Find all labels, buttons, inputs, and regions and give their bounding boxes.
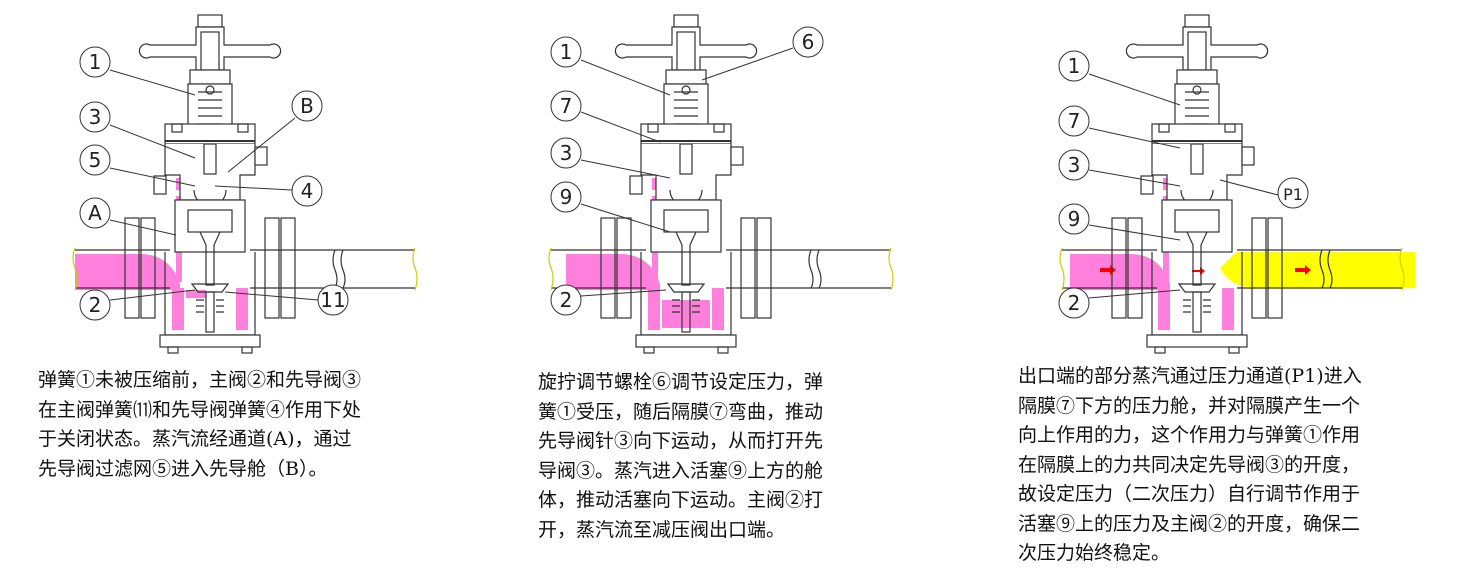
svg-text:1: 1 <box>89 50 102 74</box>
description-line: 开，蒸汽流至减压阀出口端。 <box>538 518 786 541</box>
description-line: 先导阀针③向下运动，从而打开先 <box>538 430 824 452</box>
description-regulating-state: 出口端的部分蒸汽通过压力通道(P1)进入 隔膜⑦下方的压力舱，并对隔膜产生一个 … <box>1018 362 1362 569</box>
description-opening-state: 旋拧调节螺栓⑥调节设定压力，弹 簧①受压，随后隔膜⑦弯曲，推动 先导阀针③向下运… <box>538 368 823 545</box>
svg-text:3: 3 <box>1068 153 1081 177</box>
label-B: B <box>291 90 323 122</box>
svg-text:3: 3 <box>89 105 102 129</box>
label-2: 2 <box>550 284 582 316</box>
valve-diagram-closed <box>72 14 418 354</box>
description-line: 体，推动活塞向下运动。主阀②打 <box>538 489 824 511</box>
label-2: 2 <box>79 289 111 321</box>
svg-text:6: 6 <box>802 30 815 54</box>
label-A: A <box>79 197 111 229</box>
description-line: 次压力始终稳定。 <box>1018 542 1171 564</box>
svg-text:1: 1 <box>560 40 573 64</box>
description-line: 活塞⑨上的压力及主阀②的开度，确保二 <box>1018 512 1361 535</box>
svg-text:A: A <box>88 201 102 225</box>
downstream-steam-fill <box>1220 252 1415 288</box>
label-11: 11 <box>317 284 349 316</box>
description-closed-state: 弹簧①未被压缩前，主阀②和先导阀③ 在主阀弹簧⑾和先导阀弹簧④作用下处 于关闭状… <box>38 366 361 484</box>
valve-diagram-opening <box>548 14 894 354</box>
svg-text:P1: P1 <box>1283 185 1303 204</box>
description-line: 出口端的部分蒸汽通过压力通道(P1)进入 <box>1018 365 1362 387</box>
description-line: 簧①受压，随后隔膜⑦弯曲，推动 <box>538 400 824 423</box>
valve-diagrams: 1 3 5 A 2 B 4 11 1 6 7 3 9 2 1 7 3 9 2 P… <box>72 14 1415 354</box>
label-3: 3 <box>1058 149 1090 181</box>
svg-text:2: 2 <box>89 293 102 317</box>
svg-text:3: 3 <box>560 141 573 165</box>
description-line: 向上作用的力，这个作用力与弹簧①作用 <box>1018 424 1361 446</box>
svg-text:2: 2 <box>1068 291 1081 315</box>
description-line: 在主阀弹簧⑾和先导阀弹簧④作用下处 <box>38 398 362 421</box>
description-line: 弹簧①未被压缩前，主阀②和先导阀③ <box>38 369 362 391</box>
description-line: 先导阀过滤网⑤进入先导舱（B）。 <box>38 457 328 480</box>
svg-text:7: 7 <box>1068 109 1081 133</box>
label-1: 1 <box>79 46 111 78</box>
svg-text:9: 9 <box>1068 207 1081 231</box>
svg-text:1: 1 <box>1068 54 1081 78</box>
description-line: 在隔膜上的力共同决定先导阀③的开度， <box>1018 453 1361 476</box>
svg-text:B: B <box>300 94 314 118</box>
label-3: 3 <box>79 101 111 133</box>
description-line: 导阀③。蒸汽进入活塞⑨上方的舱 <box>538 459 824 482</box>
label-9: 9 <box>550 181 582 213</box>
label-9: 9 <box>1058 203 1090 235</box>
svg-text:2: 2 <box>560 288 573 312</box>
svg-text:7: 7 <box>560 94 573 118</box>
label-6: 6 <box>792 26 824 58</box>
label-4: 4 <box>291 175 323 207</box>
label-1: 1 <box>550 36 582 68</box>
svg-text:9: 9 <box>560 185 573 209</box>
label-2: 2 <box>1058 287 1090 319</box>
label-7: 7 <box>550 90 582 122</box>
label-1: 1 <box>1058 50 1090 82</box>
label-3: 3 <box>550 137 582 169</box>
label-7: 7 <box>1058 105 1090 137</box>
svg-text:11: 11 <box>320 288 345 312</box>
description-line: 旋拧调节螺栓⑥调节设定压力，弹 <box>538 371 824 393</box>
upstream-steam-fill <box>1070 254 1170 290</box>
svg-text:4: 4 <box>301 179 314 203</box>
label-P1: P1 <box>1277 177 1309 209</box>
description-line: 于关闭状态。蒸汽流经通道(A)，通过 <box>38 428 352 450</box>
leader-lines <box>109 47 1279 301</box>
svg-text:5: 5 <box>89 148 102 172</box>
description-line: 隔膜⑦下方的压力舱，并对隔膜产生一个 <box>1018 394 1361 417</box>
valve-diagram-regulating <box>1059 14 1415 354</box>
label-5: 5 <box>79 144 111 176</box>
description-line: 故设定压力（二次压力）自行调节作用于 <box>1018 483 1361 505</box>
